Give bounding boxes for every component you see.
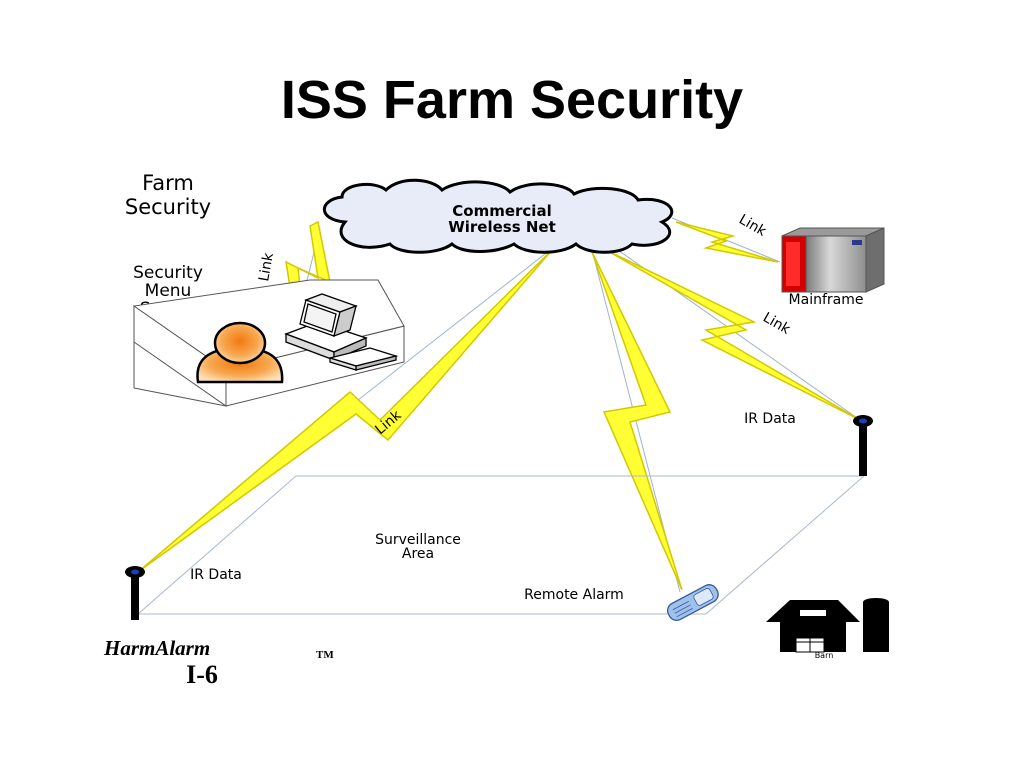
lightning-remote-alarm-link — [591, 251, 683, 591]
lightning-mainframe-link — [675, 221, 779, 263]
cloud-label-line1: Commercial — [452, 202, 551, 220]
cloud-label-line2: Wireless Net — [448, 218, 556, 236]
barn-icon — [766, 600, 860, 653]
ir-data-left-label: IR Data — [190, 567, 242, 583]
surveillance-area-boundary — [136, 475, 866, 615]
commercial-wireless-cloud: Commercial Wireless Net — [322, 178, 674, 254]
page-title: ISS Farm Security — [281, 70, 743, 130]
link-label-workstation: Link — [256, 251, 277, 283]
model-number: I-6 — [186, 660, 218, 689]
surveillance-area-label-line1: Surveillance — [375, 532, 461, 548]
security-menu-label-line2: Menu — [145, 281, 192, 301]
ir-sensor-left-icon — [125, 566, 145, 620]
connector-lines — [137, 217, 861, 593]
brand-trademark: TM — [316, 649, 334, 661]
ir-data-right-label: IR Data — [744, 411, 796, 427]
remote-alarm-phone-icon — [666, 584, 719, 621]
silo-icon — [863, 598, 889, 652]
link-label-mainframe: Link — [736, 212, 770, 241]
brand-name: HarmAlarm — [103, 636, 210, 660]
ir-sensor-right-icon — [853, 415, 873, 476]
security-operator-icon — [196, 321, 284, 384]
barn-label: Barn — [815, 651, 834, 660]
mainframe-icon: Mainframe — [781, 227, 885, 308]
computer-workstation-icon — [284, 293, 399, 371]
farm-security-heading-line2: Security — [125, 195, 211, 219]
farm-security-heading-line1: Farm — [142, 171, 194, 195]
remote-alarm-label: Remote Alarm — [524, 587, 624, 603]
link-label-sensor-right: Link — [760, 310, 794, 339]
security-menu-label-line1: Security — [133, 263, 203, 283]
wireless-links — [137, 220, 861, 591]
surveillance-area-label-line2: Area — [402, 546, 434, 562]
mainframe-label: Mainframe — [789, 292, 864, 308]
